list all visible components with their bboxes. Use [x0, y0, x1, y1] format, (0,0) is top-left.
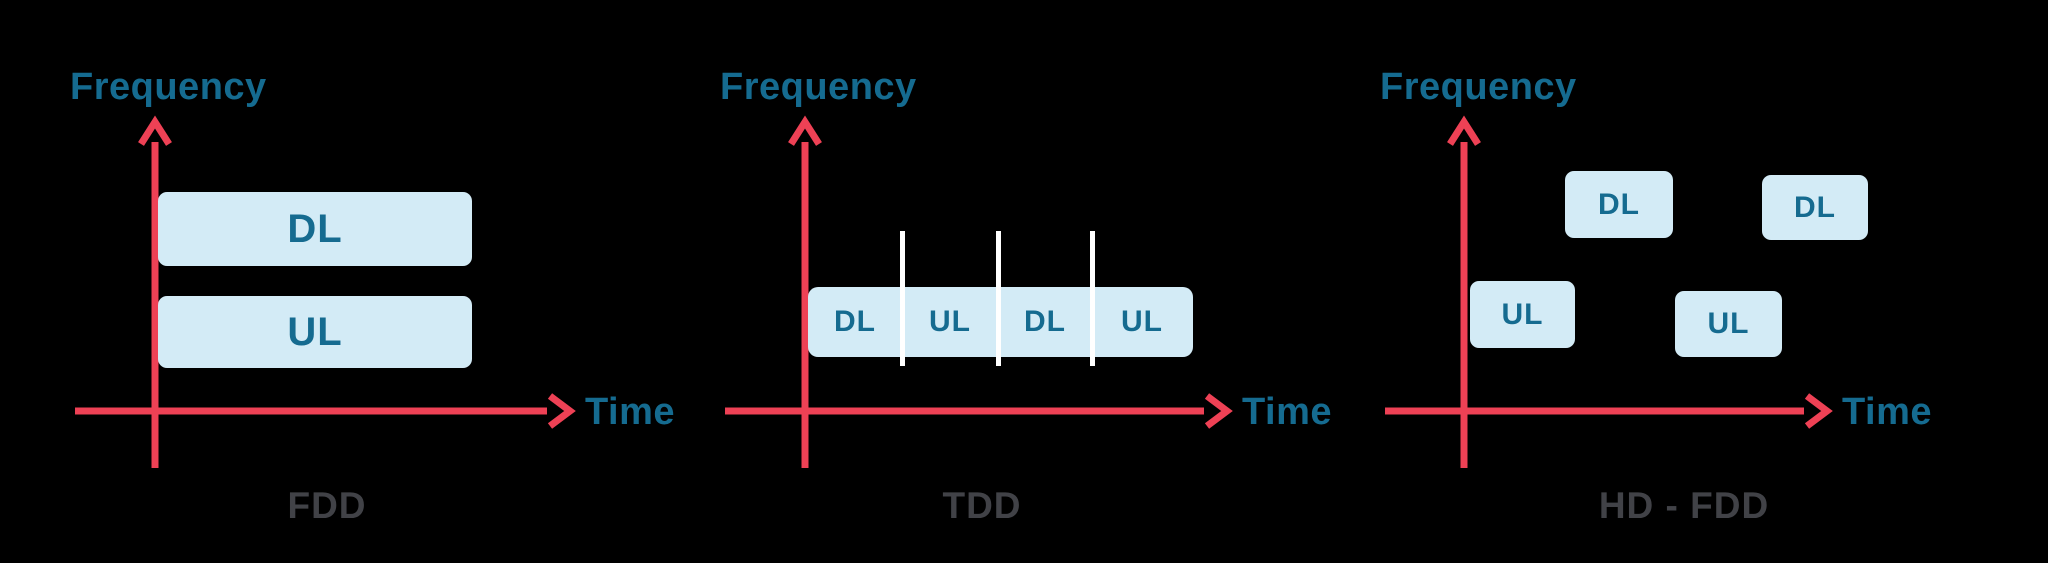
fdd-ul-box-label: UL — [287, 309, 343, 354]
tdd-caption: TDD — [942, 485, 1022, 526]
tdd-x-axis-arrow-icon — [1204, 393, 1233, 429]
tdd-segment-ul-1-label: UL — [929, 305, 971, 338]
hdfdd-dl-box-1: DL — [1565, 171, 1673, 238]
tdd-segment-ul-2-label: UL — [1121, 305, 1163, 338]
tdd-slot-divider-2 — [996, 231, 1001, 366]
hdfdd-dl-box-1-label: DL — [1598, 187, 1640, 221]
tdd-slot-divider-1 — [900, 231, 905, 366]
fdd-frequency-axis-label: Frequency — [70, 66, 267, 108]
tdd-frequency-axis-label: Frequency — [720, 66, 917, 108]
hdfdd-ul-box-1: UL — [1470, 281, 1575, 348]
tdd-segment-dl-1-label: DL — [834, 305, 876, 338]
fdd-caption: FDD — [287, 485, 367, 526]
fdd-dl-box: DL — [158, 192, 472, 266]
fdd-axes — [75, 115, 576, 468]
tdd-segment-dl-2-label: DL — [1024, 305, 1066, 338]
fdd-dl-box-label: DL — [287, 206, 343, 251]
hdfdd-dl-box-2-label: DL — [1794, 190, 1836, 224]
hdfdd-caption: HD - FDD — [1598, 485, 1770, 526]
fdd-y-axis-arrow-icon — [138, 115, 172, 146]
hdfdd-dl-box-2: DL — [1762, 175, 1868, 240]
tdd-axes — [725, 115, 1233, 468]
hdfdd-ul-box-2-label: UL — [1707, 307, 1750, 340]
fdd-ul-box: UL — [158, 296, 472, 368]
hdfdd-ul-box-1-label: UL — [1501, 297, 1544, 331]
hdfdd-y-axis-arrow-icon — [1447, 115, 1481, 146]
hdfdd-ul-box-2: UL — [1675, 291, 1782, 357]
fdd-time-axis-label: Time — [585, 391, 676, 433]
tdd-slot-divider-3 — [1090, 231, 1095, 366]
tdd-y-axis-arrow-icon — [788, 115, 822, 146]
tdd-time-axis-label: Time — [1242, 391, 1333, 433]
hdfdd-x-axis-arrow-icon — [1804, 393, 1833, 429]
fdd-x-axis-arrow-icon — [547, 393, 576, 429]
hdfdd-time-axis-label: Time — [1842, 391, 1933, 433]
hdfdd-axes — [1385, 115, 1833, 468]
hdfdd-frequency-axis-label: Frequency — [1380, 66, 1577, 108]
